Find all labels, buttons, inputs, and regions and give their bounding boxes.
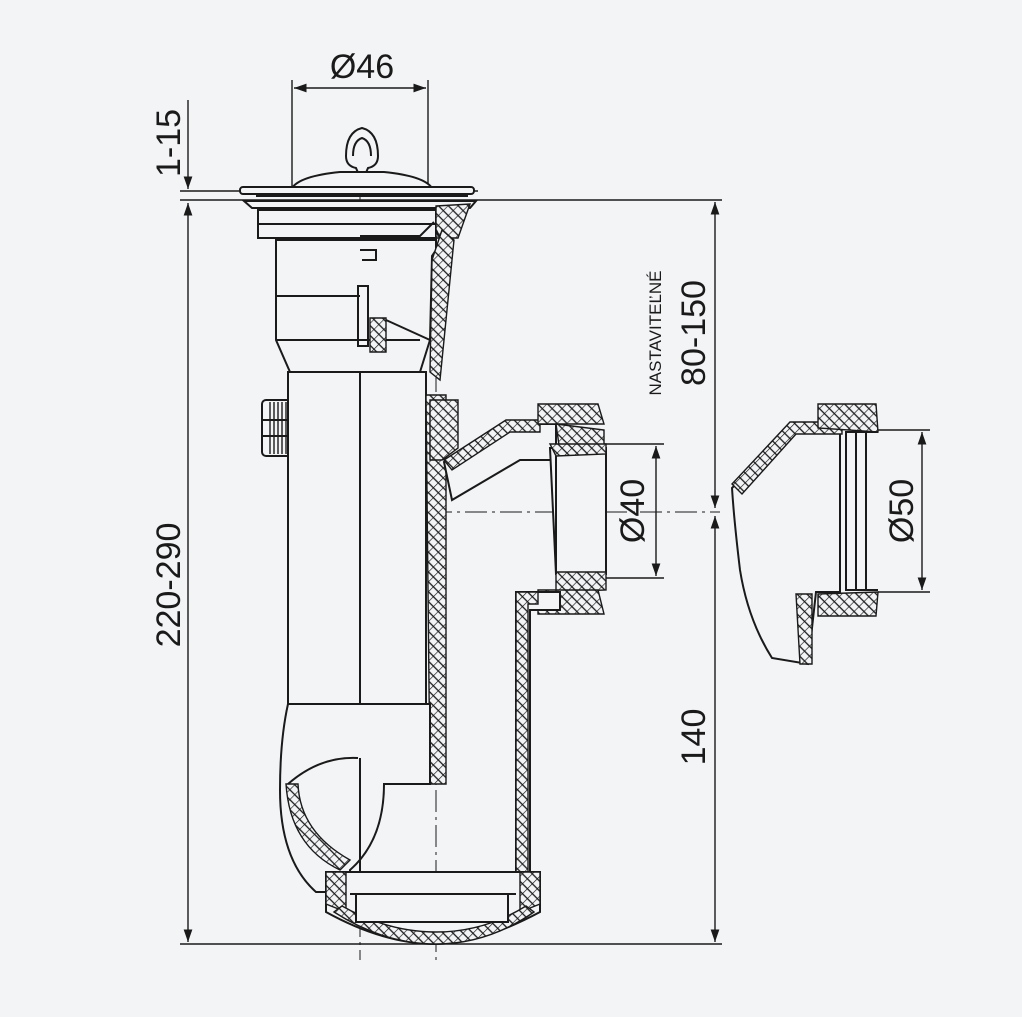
lower-bowl — [278, 591, 561, 946]
dim-outlet-diameter: Ø40 — [614, 479, 652, 543]
dim-adapter-diameter: Ø50 — [883, 479, 921, 543]
dim-total-height: 220-290 — [150, 523, 188, 648]
standpipe — [287, 371, 459, 785]
dim-adjustable-range: 80-150 — [675, 280, 713, 386]
dim-top-diameter: Ø46 — [330, 48, 394, 86]
stopper-plug — [239, 126, 475, 197]
adapter-50 — [730, 403, 879, 666]
top-flange — [241, 200, 479, 382]
side-branch — [442, 403, 605, 502]
dim-lower-height: 140 — [675, 709, 713, 766]
dim-lift: 1-15 — [150, 109, 188, 177]
outlet-coupling — [537, 443, 607, 615]
dimension-lines — [183, 83, 927, 942]
dim-adjustable-note: NASTAVITEĽNÉ — [646, 270, 665, 395]
